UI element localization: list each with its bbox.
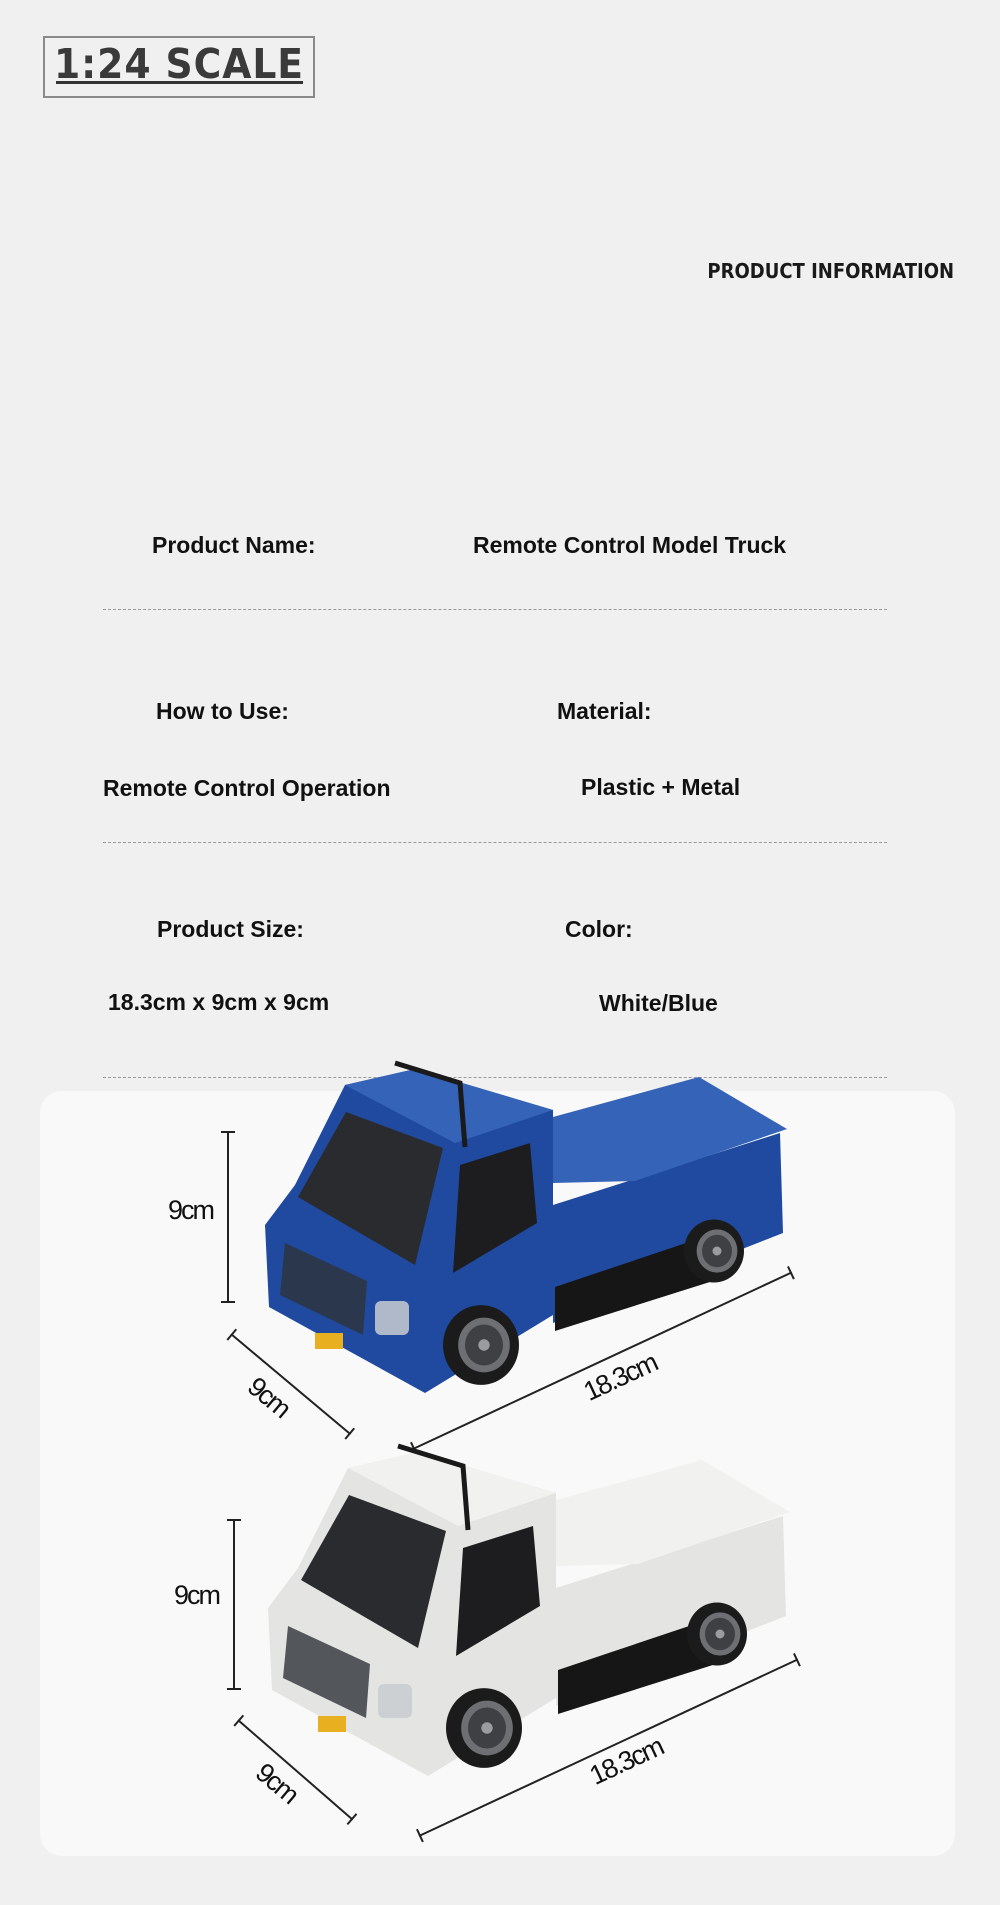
grille [283, 1626, 370, 1718]
roof-rack [394, 1060, 468, 1148]
license-plate [315, 1333, 343, 1349]
truck-roof [348, 1452, 556, 1526]
height-dimension-line [233, 1519, 235, 1690]
scale-underline [56, 81, 303, 84]
wheel [687, 1602, 747, 1666]
height-label: 9cm [168, 1195, 215, 1225]
divider [103, 609, 887, 610]
material-value: Plastic + Metal [581, 774, 741, 800]
divider [103, 1077, 887, 1078]
product-size-value: 18.3cm x 9cm x 9cm [108, 989, 330, 1015]
product-name-value: Remote Control Model Truck [473, 532, 787, 558]
windshield [298, 1112, 443, 1265]
scale-badge: 1:24 SCALE [43, 36, 315, 98]
truck-blue-image [265, 1060, 787, 1393]
product-name-label: Product Name: [152, 532, 316, 558]
grille [280, 1243, 367, 1335]
wheel [684, 1219, 744, 1283]
color-label: Color: [565, 916, 633, 942]
headlight [378, 1684, 412, 1718]
side-window [456, 1526, 540, 1656]
truck-roof [345, 1069, 553, 1143]
product-size-label: Product Size: [157, 916, 304, 942]
wheel [446, 1688, 522, 1768]
how-to-use-value: Remote Control Operation [103, 775, 391, 801]
headlight [375, 1301, 409, 1335]
truck-chassis [558, 1618, 716, 1714]
divider [103, 842, 887, 843]
section-title: PRODUCT INFORMATION [707, 259, 954, 283]
side-window [453, 1143, 537, 1273]
windshield [301, 1495, 446, 1648]
truck-white-image [268, 1443, 790, 1776]
height-label: 9cm [174, 1580, 221, 1610]
license-plate [318, 1716, 346, 1732]
roof-rack [397, 1443, 471, 1531]
truck-chassis [555, 1235, 713, 1331]
truck-bed-floor [553, 1077, 787, 1183]
material-label: Material: [557, 698, 652, 724]
wheel [443, 1305, 519, 1385]
truck-bed-floor [556, 1460, 790, 1566]
color-value: White/Blue [599, 990, 718, 1016]
height-dimension-line [227, 1131, 229, 1303]
how-to-use-label: How to Use: [156, 698, 289, 724]
scale-label: 1:24 SCALE [54, 40, 305, 88]
